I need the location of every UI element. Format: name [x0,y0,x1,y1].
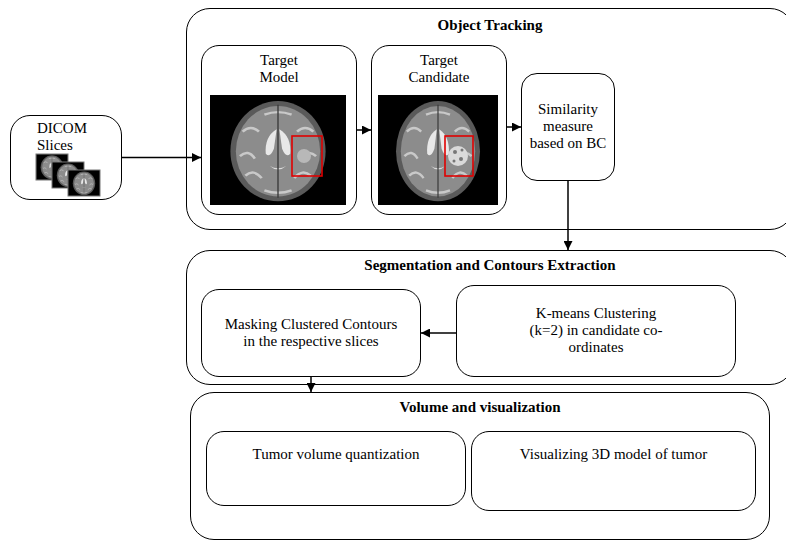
flow-arrow [421,332,456,334]
flow-arrow [122,157,201,159]
panel-title: Segmentation and Contours Extraction [187,257,786,274]
mri-image [378,95,498,205]
box-label: DICOM Slices [37,120,97,154]
mri-slice [68,170,100,196]
process-box: Target Model [201,45,357,215]
process-box: Masking Clustered Contours in the respec… [201,289,421,377]
tumor-texture [453,150,457,154]
group-panel: Segmentation and Contours ExtractionMask… [186,250,786,385]
candidate-rectangle [445,136,473,176]
box-label: K-means Clustering (k=2) in candidate co… [521,305,671,356]
process-box: Similarity measure based on BC [521,73,615,181]
target-rectangle [292,136,322,176]
box-label: Target Candidate [404,52,474,86]
slice-frame [68,170,100,196]
input-box: DICOM Slices [10,115,122,200]
process-box: Visualizing 3D model of tumor [471,431,756,511]
tumor-texture [459,157,463,161]
group-panel: Volume and visualizationTumor volume qua… [190,392,770,540]
flow-arrow [567,181,569,250]
group-panel: Object TrackingTarget Model Target Candid… [186,8,786,230]
box-label: Tumor volume quantization [207,446,465,463]
tumor-texture [461,149,464,152]
box-label: Visualizing 3D model of tumor [472,446,755,463]
panel-title: Volume and visualization [191,399,769,416]
tumor-region [448,146,468,166]
box-label: Target Model [244,52,314,86]
tumor-region [297,149,311,163]
panel-title: Object Tracking [187,17,786,34]
process-box: Tumor volume quantization [206,431,466,506]
tumor-texture [453,160,456,163]
mri-image [210,95,346,205]
flow-arrow [357,129,371,131]
box-label: Similarity measure based on BC [527,101,609,152]
box-label: Masking Clustered Contours in the respec… [221,316,401,350]
process-box: K-means Clustering (k=2) in candidate co… [456,285,736,377]
flow-arrow [507,126,521,128]
process-box: Target Candidate [371,45,507,215]
